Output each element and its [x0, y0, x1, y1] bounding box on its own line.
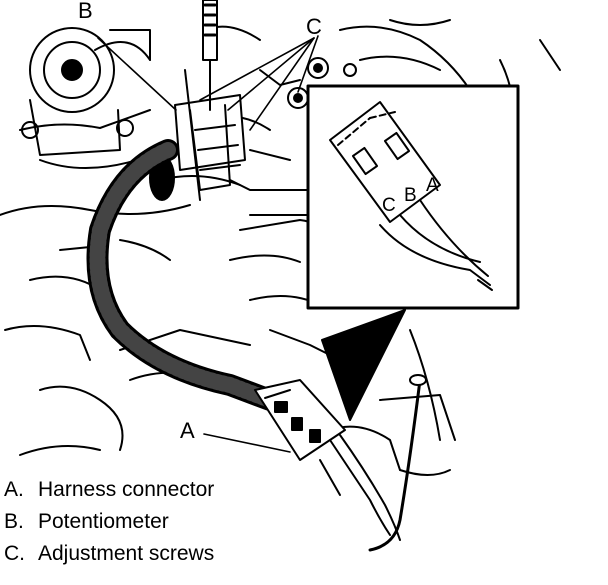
right-pipe [368, 378, 422, 552]
callout-a: A [180, 418, 195, 443]
harness-connector [254, 379, 401, 541]
callout-b: B [78, 0, 93, 23]
legend-key: A. [4, 478, 24, 501]
legend-key: C. [4, 542, 25, 565]
inset-label-b: B [404, 185, 417, 206]
legend-item: A. Harness connector [4, 474, 214, 506]
leader-lines [97, 35, 319, 453]
legend-label: Adjustment screws [38, 542, 215, 565]
inset-label-c: C [382, 195, 396, 216]
wiring-harness [86, 139, 281, 411]
legend-label: Potentiometer [38, 510, 169, 533]
inset-label-a: A [426, 175, 439, 196]
valve-body [21, 27, 151, 169]
legend-item: B. Potentiometer [4, 506, 214, 538]
legend-key: B. [4, 510, 24, 533]
callout-c: C [306, 14, 322, 39]
legend-item: C. Adjustment screws [4, 538, 214, 570]
legend: A. Harness connector B. Potentiometer C.… [4, 474, 214, 570]
legend-label: Harness connector [38, 478, 215, 501]
adjustment-screws [287, 57, 357, 109]
pipe-clamp [409, 374, 427, 386]
connector-inset [306, 84, 520, 421]
